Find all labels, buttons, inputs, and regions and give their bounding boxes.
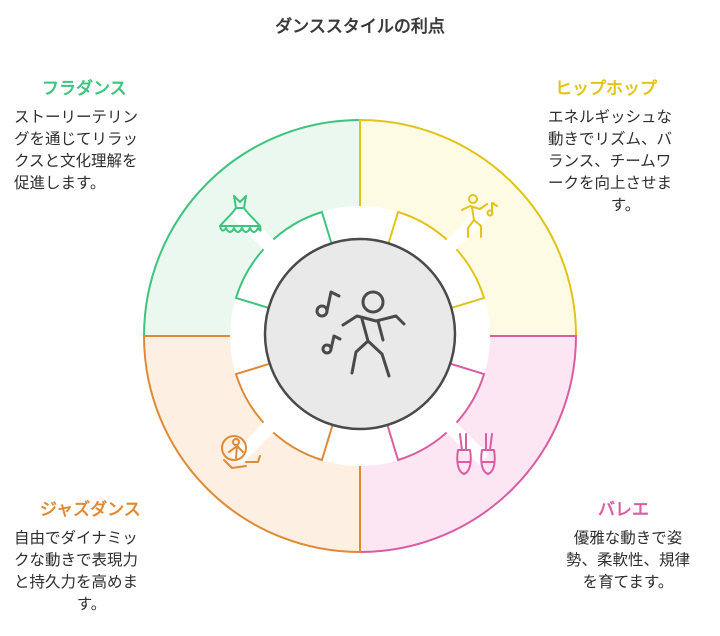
hula-description-line: クスと文化理解を [14, 152, 138, 170]
hula-dress-icon [219, 195, 262, 233]
diagram-title: ダンススタイルの利点 [275, 17, 445, 37]
hiphop-description-line: す。 [610, 196, 641, 214]
hula-heading: フラダンス [42, 79, 127, 99]
center-circle [263, 237, 457, 431]
ballet-heading: バレエ [598, 500, 649, 520]
jazz-description-line: す。 [76, 595, 107, 613]
hiphop-description-line: ランス、チームワ [548, 152, 672, 170]
hula-description-line: グを通じてリラッ [14, 130, 139, 148]
jazz-description: 自由でダイナミッ クな動きで表現力 と持久力を高めま す。 [14, 527, 179, 615]
jazz-description-line: クな動きで表現力 [14, 551, 139, 569]
hiphop-description: エネルギッシュな 動きでリズム、バ ランス、チームワ ークを向上させま す。 [548, 106, 713, 216]
hiphop-description-line: エネルギッシュな [548, 108, 673, 126]
hula-description-line: 促進します。 [14, 174, 106, 192]
ballet-description-line: を育てます。 [582, 573, 674, 591]
hiphop-description-line: ークを向上させま [548, 174, 673, 192]
hiphop-heading: ヒップホップ [555, 79, 657, 99]
ballet-description-line: 勢、柔軟性、規律 [565, 551, 690, 569]
ballet-description-line: 優雅な動きで姿 [573, 529, 683, 547]
jazz-heading: ジャズダンス [40, 500, 141, 520]
jazz-dancer-icon [221, 435, 261, 469]
hula-description-line: ストーリーテリン [14, 108, 139, 126]
ballet-description: 優雅な動きで姿 勢、柔軟性、規律 を育てます。 [548, 527, 708, 593]
jazz-description-line: 自由でダイナミッ [14, 529, 138, 547]
jazz-description-line: と持久力を高めま [14, 573, 139, 591]
hiphop-description-line: 動きでリズム、バ [548, 130, 673, 148]
hiphop-dancer-icon [461, 194, 498, 238]
hula-description: ストーリーテリン グを通じてリラッ クスと文化理解を 促進します。 [14, 106, 174, 194]
dancer-with-music-notes-icon [315, 290, 406, 378]
ballet-shoes-icon [456, 433, 496, 475]
